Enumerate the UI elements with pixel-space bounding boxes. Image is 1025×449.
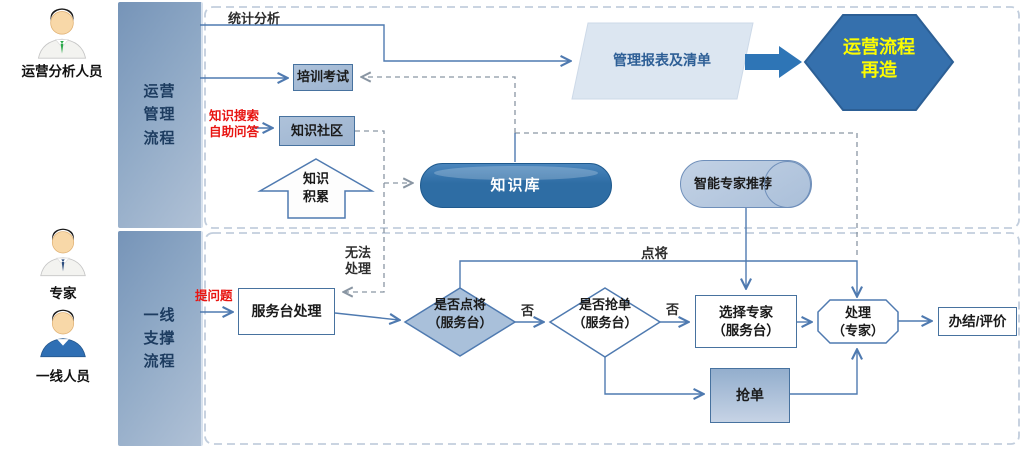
big-arrow-shape	[745, 46, 802, 78]
node-expert-recommend: 智能专家推荐	[680, 160, 812, 208]
label-stats-analysis: 统计分析	[228, 11, 281, 26]
label-cannot-handle: 无法 处理	[344, 245, 371, 277]
decision-grab-shape	[548, 287, 662, 358]
actor-label-expert: 专家	[49, 286, 77, 301]
node-training-exam: 培训考试	[293, 64, 353, 91]
expert-avatar-icon	[40, 228, 86, 277]
node-label: （服务台）	[712, 322, 780, 338]
node-reengineering-shape	[803, 14, 955, 111]
lane-title-line: 支撑	[143, 329, 176, 347]
lane-title-line: 一线	[143, 306, 176, 324]
label-designate: 点将	[641, 246, 668, 261]
connector-pick-designate	[459, 260, 857, 296]
cylinder-cap	[764, 161, 811, 208]
node-select-expert: 选择专家 （服务台）	[695, 295, 797, 348]
connector-desk-to-pick	[334, 312, 399, 320]
label-ask-question: 提问题	[195, 289, 233, 303]
analyst-avatar-icon	[37, 8, 87, 59]
person-icon-expert	[33, 222, 93, 278]
node-label: 知识社区	[290, 122, 343, 138]
lane-bar-operations: 运营 管理 流程	[118, 2, 203, 228]
decision-pick-shape	[403, 287, 517, 357]
node-knowledge-community: 知识社区	[279, 116, 355, 146]
node-knowledge-base: 知识库	[420, 163, 612, 208]
node-grab-order: 抢单	[710, 368, 790, 423]
connector-stats-to-report	[200, 24, 570, 61]
label-no-2: 否	[666, 302, 680, 317]
label-no-1: 否	[521, 303, 535, 318]
connector-cannot-handle	[344, 183, 385, 292]
connector-grab-to-process	[790, 350, 857, 395]
node-label: 办结/评价	[948, 313, 1007, 329]
lane-bar-frontline: 一线 支撑 流程	[118, 231, 203, 446]
connector-kb-to-training	[362, 77, 516, 133]
node-finish-evaluate: 办结/评价	[938, 307, 1017, 336]
node-process-expert-shape	[817, 299, 899, 344]
frontline-avatar-icon	[40, 309, 86, 358]
connector-grabq-to-grab	[604, 357, 703, 394]
section-border-operations	[204, 6, 1020, 229]
node-label: 服务台处理	[251, 303, 322, 320]
lane-title-line: 流程	[143, 353, 176, 371]
node-label: 培训考试	[296, 69, 349, 85]
node-report-shape	[571, 22, 754, 100]
node-label: 知识库	[490, 176, 542, 194]
connector-community-to-kb	[355, 130, 412, 183]
connector-kb-to-process	[515, 132, 858, 259]
node-knowledge-accumulate-shape	[257, 158, 375, 219]
actor-label-analyst: 运营分析人员	[21, 64, 103, 79]
lane-title-line: 管理	[143, 106, 176, 124]
lane-title-line: 流程	[143, 129, 176, 147]
node-label: 选择专家	[719, 304, 773, 320]
person-icon-analyst	[28, 2, 96, 60]
section-border-frontline	[204, 232, 1020, 445]
node-service-desk: 服务台处理	[238, 288, 335, 335]
node-label: 智能专家推荐	[693, 175, 772, 191]
person-icon-frontline	[33, 303, 93, 359]
label-knowledge-search: 知识搜索 自助问答	[208, 109, 259, 139]
lane-title-line: 运营	[143, 83, 176, 101]
node-label: 抢单	[736, 387, 764, 404]
actor-label-frontline: 一线人员	[36, 369, 90, 384]
